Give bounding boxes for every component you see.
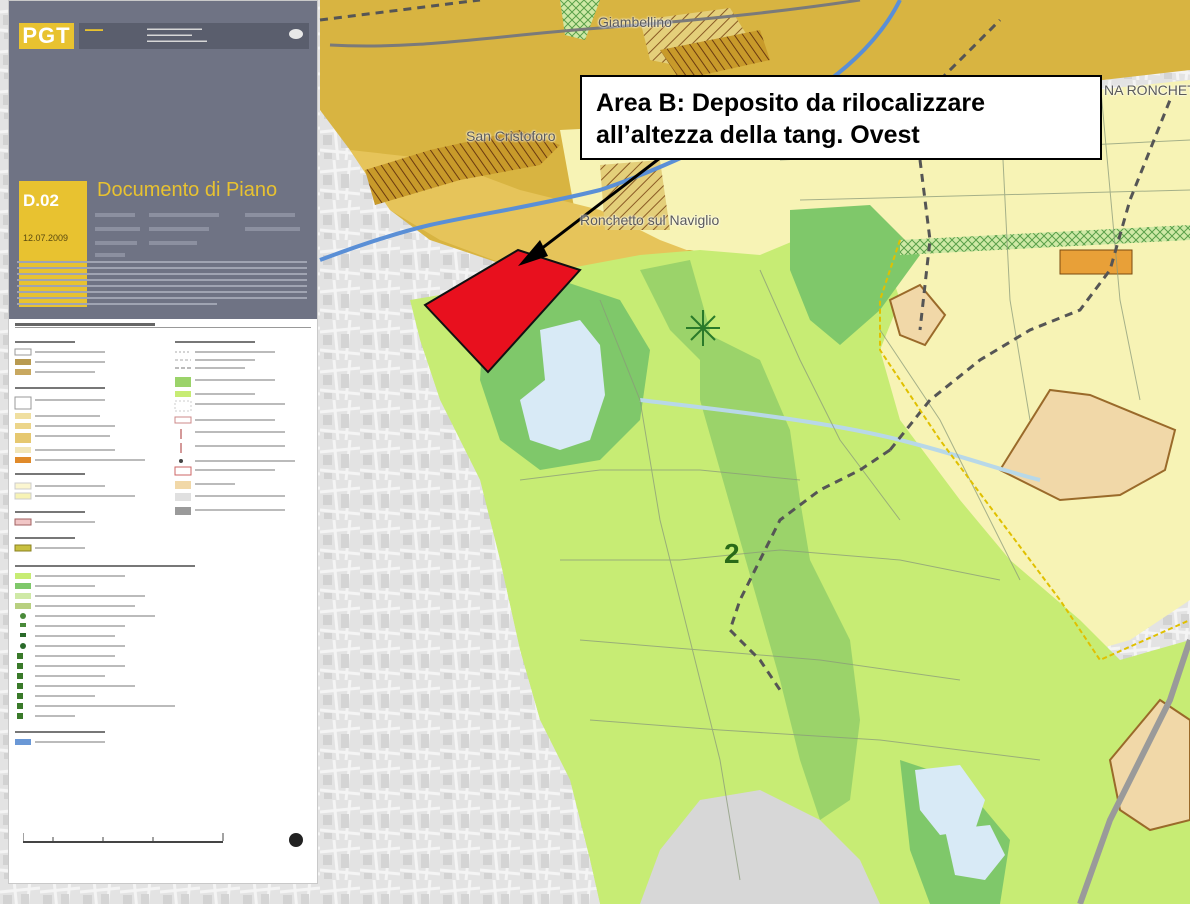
- transform-area-east: [998, 388, 1177, 502]
- pgt-logo: PGT: [19, 23, 74, 49]
- callout-box: Area B: Deposito da rilocalizzare all’al…: [580, 75, 1102, 160]
- green-corridor: [700, 330, 860, 820]
- lake-south: [915, 765, 985, 835]
- green-area-north: [790, 205, 920, 345]
- callout-text: Area B: Deposito da rilocalizzare all’al…: [596, 89, 986, 149]
- area-b-polygon: [423, 248, 582, 374]
- hatched-area-canal: [365, 130, 560, 205]
- lake: [520, 320, 605, 450]
- legend-header-fine-print: [17, 261, 307, 305]
- railway-line: [329, 0, 861, 48]
- green-ribbon-east: [900, 225, 1190, 255]
- zone-number-label: 2: [724, 538, 740, 569]
- legend-col-left: [14, 341, 195, 745]
- map-legend-panel: PGT ▬▬▬ ▬▬▬▬▬▬▬▬▬▬▬▬▬▬▬▬▬▬▬▬▬▬▬▬▬▬▬▬▬▬▬▬…: [8, 0, 318, 884]
- hatched-area-centre: [600, 160, 670, 230]
- hatched-area-ne: [660, 30, 770, 80]
- green-strip-east: [640, 260, 710, 360]
- legend-entries: [14, 323, 311, 745]
- header-strip: ▬▬▬ ▬▬▬▬▬▬▬▬▬▬▬▬▬▬▬▬▬▬▬▬▬▬▬▬▬▬▬▬▬▬▬▬: [79, 23, 309, 49]
- place-label-giambellino: Giambellino: [598, 14, 672, 30]
- grey-road-east: [1077, 639, 1190, 904]
- legend-col-right: [174, 341, 295, 515]
- document-code: D.02: [23, 191, 59, 210]
- callout-arrow-line: [523, 156, 661, 264]
- orange-block: [1059, 249, 1133, 275]
- park-boundary-dashed: [319, 0, 1172, 691]
- lake-south-2: [945, 825, 1005, 880]
- built-area-west: [320, 270, 600, 904]
- urban-boundary-dashed: [879, 239, 1190, 662]
- header-strip-text-lines: ▬▬▬▬▬▬▬▬▬▬▬▬▬▬▬▬▬▬▬▬▬▬▬▬▬▬▬▬▬▬▬▬: [147, 26, 207, 44]
- scale-ticks: [23, 833, 224, 841]
- place-label-san-cristoforo: San Cristoforo: [466, 128, 556, 144]
- river-line: [639, 398, 1041, 482]
- built-area-south: [640, 790, 880, 904]
- place-label-ronchetto: Ronchetto sul Naviglio: [580, 212, 720, 228]
- legend-header: PGT ▬▬▬ ▬▬▬▬▬▬▬▬▬▬▬▬▬▬▬▬▬▬▬▬▬▬▬▬▬▬▬▬▬▬▬▬…: [9, 1, 317, 319]
- north-arrow-icon: [289, 833, 303, 847]
- callout-arrowhead: [518, 240, 548, 266]
- eye-icon: [289, 29, 303, 39]
- scale-bar: [23, 841, 223, 843]
- header-strip-mark: ▬▬▬: [85, 27, 103, 33]
- document-meta-grid: [95, 209, 311, 261]
- place-label-na-ronchetto: NA RONCHETT: [1104, 82, 1190, 98]
- transform-area-small: [888, 283, 947, 347]
- road-network: [519, 79, 1190, 881]
- document-date: 12.07.2009: [23, 233, 69, 243]
- asterisk-symbol: [686, 310, 720, 346]
- document-title: Documento di Piano: [97, 179, 278, 201]
- transform-area-se: [1108, 698, 1190, 832]
